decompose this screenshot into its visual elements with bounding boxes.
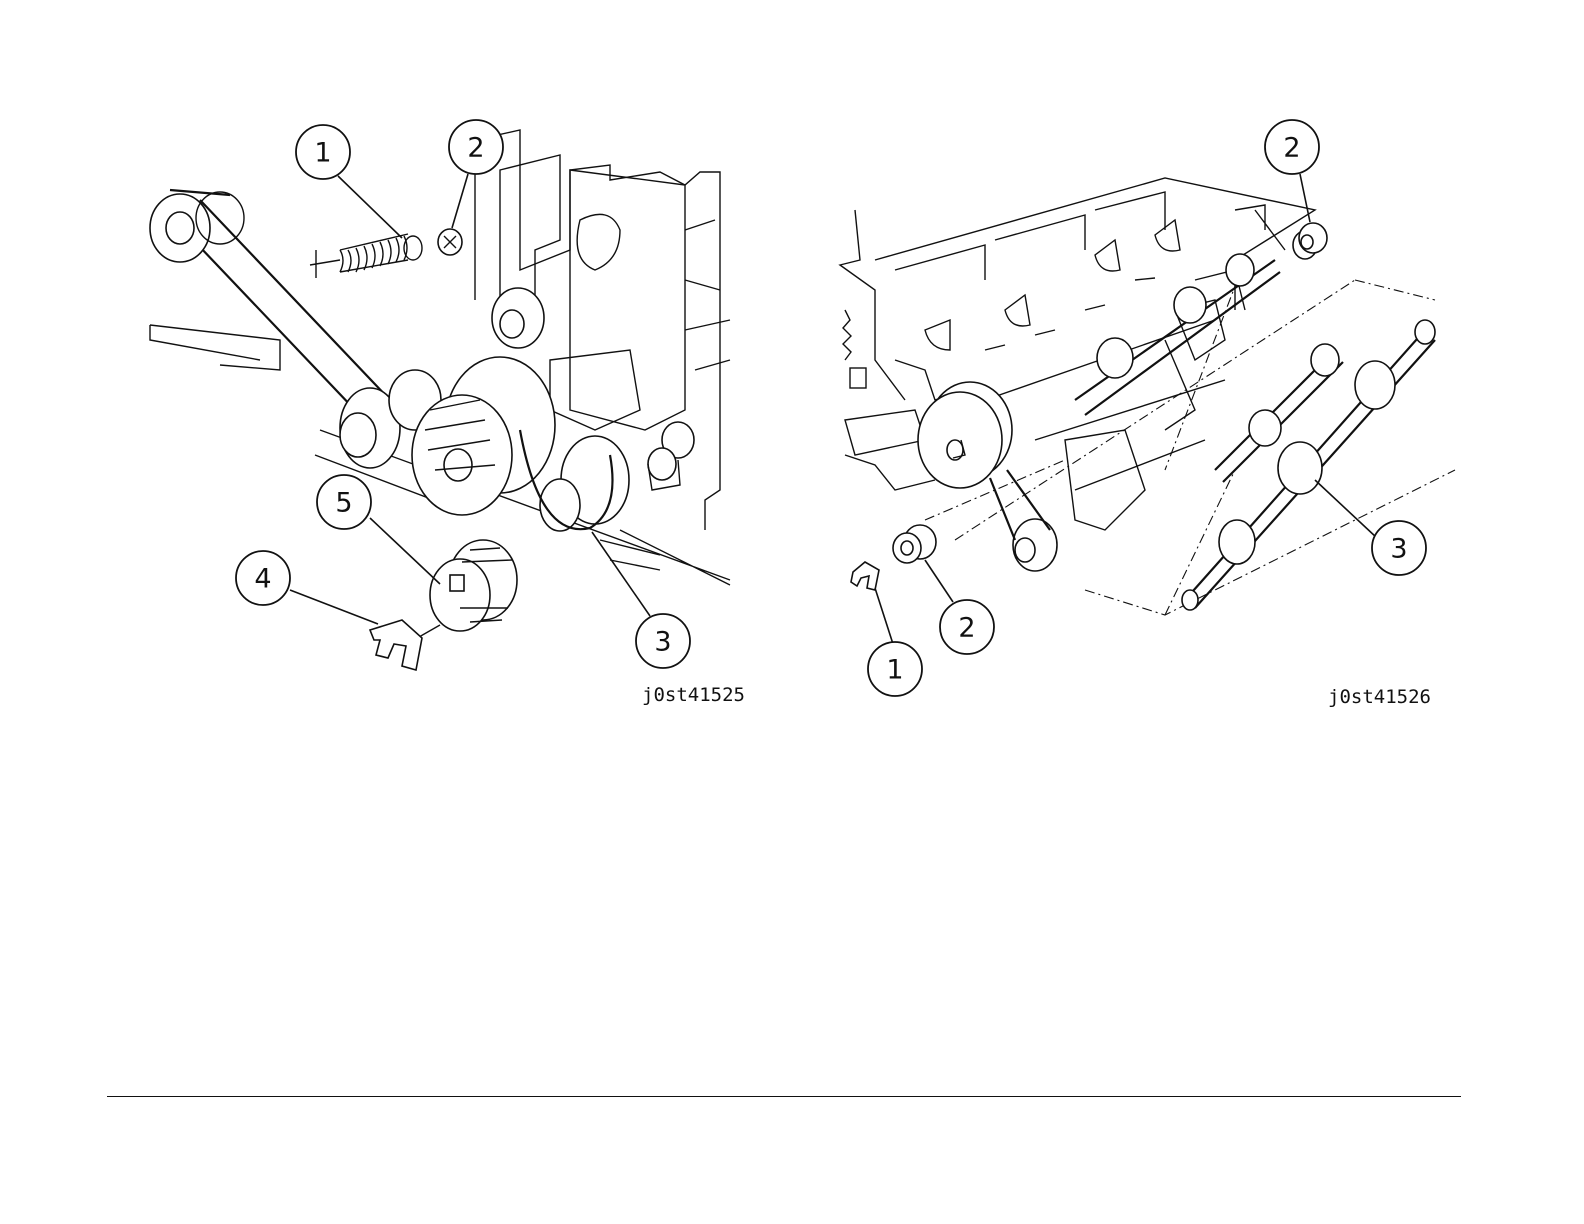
callout-3: 3 xyxy=(1372,521,1426,575)
callout-3: 3 xyxy=(636,614,690,668)
figure-id-label: j0st41525 xyxy=(642,684,745,706)
leader-3 xyxy=(1315,480,1377,538)
leader-1 xyxy=(875,588,893,644)
svg-text:4: 4 xyxy=(254,564,271,595)
exploded-pulley xyxy=(405,540,517,645)
drive-gear xyxy=(918,382,1012,488)
leader-2-upper xyxy=(1300,174,1310,222)
roll-assembly-illustration: 1 2 2 3 xyxy=(835,110,1455,720)
small-pulley xyxy=(990,470,1057,571)
stud-right xyxy=(648,422,694,490)
callout-5: 5 xyxy=(317,475,371,529)
upper-roll-shaft xyxy=(1075,231,1317,415)
svg-text:1: 1 xyxy=(886,655,903,686)
pulley-top-left xyxy=(150,192,244,262)
svg-text:2: 2 xyxy=(1283,133,1300,164)
figure-left-drive-assembly: 1 2 3 4 5 j0st41525 xyxy=(140,110,760,720)
spring-part xyxy=(310,234,422,278)
leader-4 xyxy=(290,590,378,624)
callout-1: 1 xyxy=(868,642,922,696)
svg-text:2: 2 xyxy=(467,133,484,164)
small-spring xyxy=(843,310,866,388)
chassis-frame xyxy=(840,178,1315,530)
footer-divider xyxy=(107,1096,1461,1097)
exploded-e-clip xyxy=(370,620,422,670)
leader-2 xyxy=(452,174,468,228)
svg-text:2: 2 xyxy=(958,613,975,644)
svg-text:3: 3 xyxy=(1390,534,1407,565)
callout-1: 1 xyxy=(296,125,350,179)
callout-2-upper: 2 xyxy=(1265,120,1319,174)
leader-2-lower xyxy=(925,560,953,602)
leader-5 xyxy=(370,518,440,584)
exploded-bearing-upper xyxy=(1299,223,1327,253)
svg-text:5: 5 xyxy=(335,488,352,519)
svg-text:1: 1 xyxy=(314,138,331,169)
drive-assembly-illustration: 1 2 3 4 5 xyxy=(140,110,760,720)
exploded-e-clip xyxy=(851,562,879,590)
exploded-bearing-lower xyxy=(893,525,936,563)
figure-right-roll-assembly: 1 2 2 3 j0st41526 xyxy=(835,110,1455,720)
callout-2-lower: 2 xyxy=(940,600,994,654)
callout-4: 4 xyxy=(236,551,290,605)
callout-2: 2 xyxy=(449,120,503,174)
screw-part xyxy=(438,229,462,255)
housing-frame xyxy=(150,130,730,585)
svg-text:3: 3 xyxy=(654,627,671,658)
leader-1 xyxy=(338,176,402,238)
figure-id-label: j0st41526 xyxy=(1328,686,1431,708)
